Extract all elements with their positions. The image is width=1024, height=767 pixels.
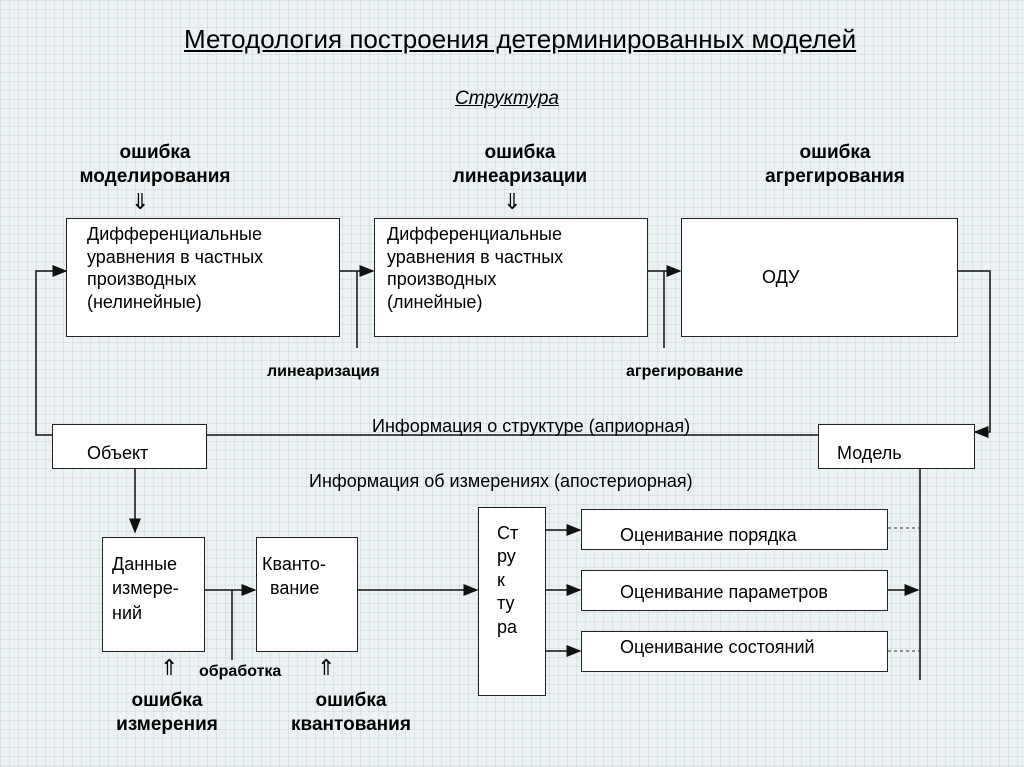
linear-pde-box: Дифференциальные уравнения в частных про… xyxy=(374,218,648,337)
modeling-error-label: ошибка моделирования xyxy=(79,142,231,187)
info-measurements-label: Информация об измерениях (апостериорная) xyxy=(309,471,693,491)
measurement-error-arrow-icon: ⇑ xyxy=(160,655,179,680)
order-estimation-box: Оценивание порядка xyxy=(581,509,888,550)
ode-box: ОДУ xyxy=(681,218,958,337)
quantization-box: Кванто- вание xyxy=(256,537,358,652)
modeling-error-arrow-icon: ⇓ xyxy=(131,189,150,214)
parameter-estimation-box: Оценивание параметров xyxy=(581,570,888,611)
subtitle: Структура xyxy=(455,88,559,109)
linearization-error-label: ошибка линеаризации xyxy=(452,142,588,187)
measurement-data-box: Данные измере- ний xyxy=(102,537,205,652)
object-box: Объект xyxy=(52,424,207,469)
info-structure-label: Информация о структуре (априорная) xyxy=(372,416,691,436)
quantization-error-arrow-icon: ⇑ xyxy=(317,655,336,680)
aggregation-error-label: ошибка агрегирования xyxy=(765,142,905,187)
nonlinear-pde-box: Дифференциальные уравнения в частных про… xyxy=(66,218,340,337)
linearization-label: линеаризация xyxy=(267,363,380,380)
quantization-error-label: ошибка квантования xyxy=(291,690,411,735)
linearization-error-arrow-icon: ⇓ xyxy=(503,189,522,214)
state-estimation-box: Оценивание состояний xyxy=(581,631,888,672)
model-box: Модель xyxy=(818,424,975,469)
processing-label: обработка xyxy=(199,663,282,680)
measurement-error-label: ошибка измерения xyxy=(116,690,218,735)
structure-box: Ст ру к ту ра xyxy=(478,507,546,696)
page-title: Методология построения детерминированных… xyxy=(184,24,857,54)
aggregation-label: агрегирование xyxy=(626,363,744,380)
